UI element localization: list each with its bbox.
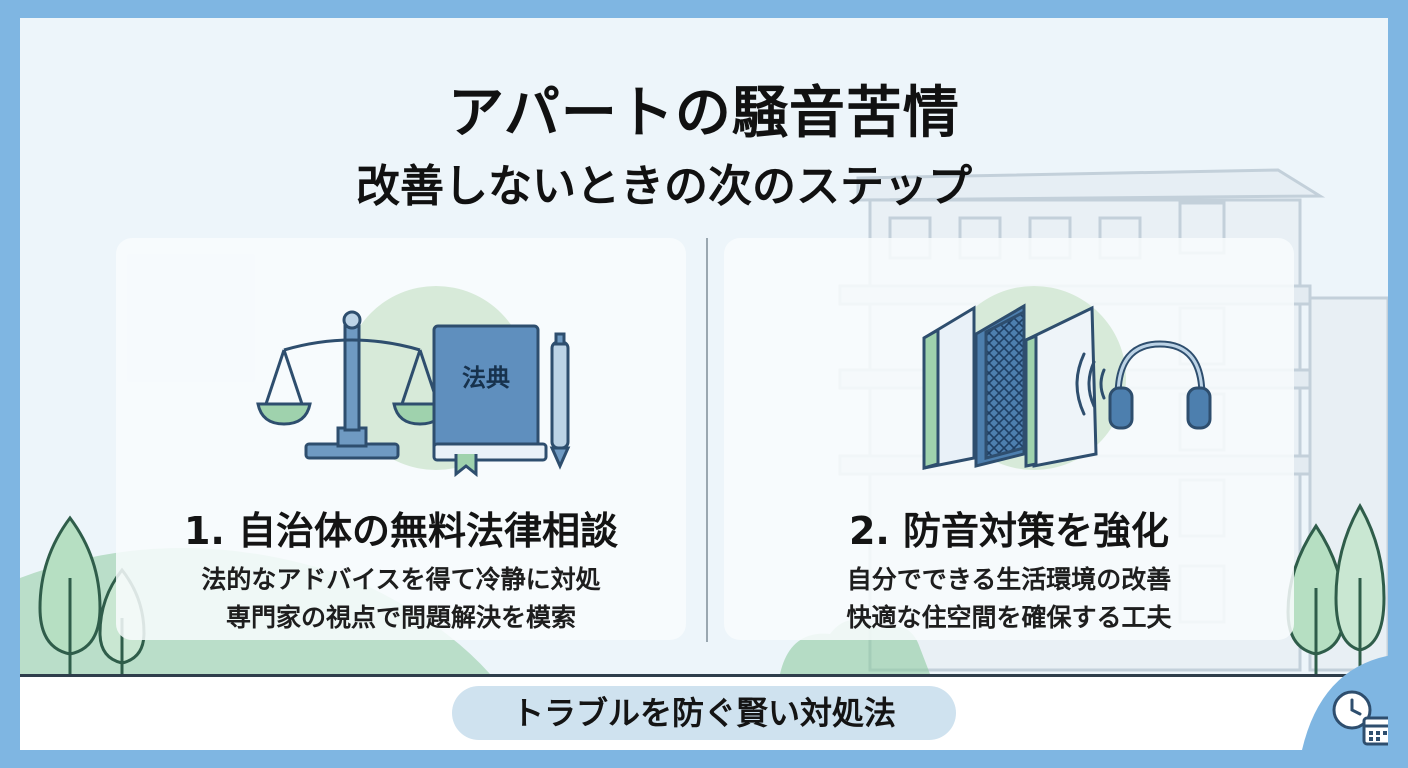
soundproofing-illustration: [922, 286, 1212, 470]
clock-calendar-icon: [1302, 655, 1388, 750]
footer-tagline: トラブルを防ぐ賢い対処法: [452, 686, 956, 740]
sound-waves-icon: [1075, 352, 1106, 416]
step-2-description-line-1: 自分でできる生活環境の改善: [846, 565, 1172, 594]
soundproof-panels-icon: [922, 303, 1098, 470]
page-title: アパートの騒音苦情: [448, 81, 960, 146]
infographic-canvas: アパートの騒音苦情 改善しないときの次のステップ: [20, 18, 1388, 750]
tree-left-1: [38, 515, 102, 674]
pen-icon: [549, 332, 571, 470]
step-2-description-line-2: 快適な住空間を確保する工夫: [846, 603, 1172, 632]
step-1-heading: 1. 自治体の無料法律相談: [183, 509, 619, 553]
ground-line: [20, 674, 1388, 677]
step-1-description-line-2: 専門家の視点で問題解決を模索: [225, 603, 576, 632]
step-card-legal-consultation: 法典 1. 自治体の無料法律相談 法的なアドバイスを得て冷静に対処 専門家の視点…: [116, 238, 686, 640]
page-subtitle: 改善しないときの次のステップ: [356, 161, 972, 212]
tree-right-2: [1334, 502, 1386, 674]
step-2-heading: 2. 防音対策を強化: [848, 509, 1170, 553]
card-divider: [706, 238, 708, 642]
step-1-description-line-1: 法的なアドバイスを得て冷静に対処: [201, 565, 601, 594]
law-book-icon: [432, 324, 548, 478]
headphones-icon: [1108, 340, 1212, 430]
step-card-soundproofing: 2. 防音対策を強化 自分でできる生活環境の改善 快適な住空間を確保する工夫: [724, 238, 1294, 640]
legal-illustration: [256, 286, 571, 478]
book-label: 法典: [462, 364, 510, 392]
